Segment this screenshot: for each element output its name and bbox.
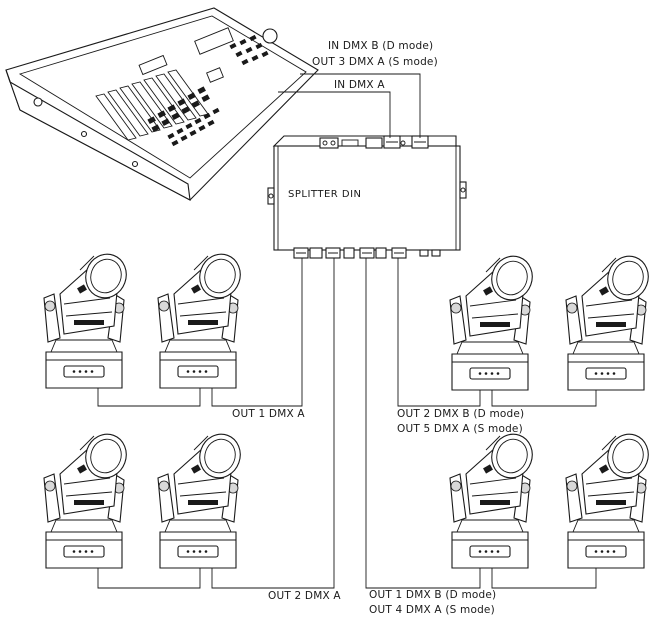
splitter-din-box bbox=[267, 135, 467, 259]
moving-head-4 bbox=[157, 427, 247, 569]
moving-head-1 bbox=[43, 247, 133, 389]
label-in-dmx-a: IN DMX A bbox=[334, 79, 385, 91]
moving-head-7 bbox=[449, 427, 539, 569]
moving-head-8 bbox=[565, 427, 655, 569]
moving-head-2 bbox=[157, 247, 247, 389]
label-out2-dmx-b: OUT 2 DMX B (D mode) bbox=[397, 408, 525, 420]
lighting-console bbox=[5, 7, 319, 201]
label-out1-dmx-a: OUT 1 DMX A bbox=[232, 408, 305, 420]
moving-head-6 bbox=[565, 249, 655, 391]
label-out1-dmx-b: OUT 1 DMX B (D mode) bbox=[369, 589, 497, 601]
dmx-cables bbox=[97, 73, 597, 589]
splitter-title: SPLITTER DIN bbox=[288, 189, 362, 200]
moving-head-3 bbox=[43, 427, 133, 569]
label-out4-dmx-a: OUT 4 DMX A (S mode) bbox=[369, 604, 495, 616]
label-out2-dmx-a: OUT 2 DMX A bbox=[268, 590, 341, 602]
label-in-dmx-b: IN DMX B (D mode) bbox=[328, 40, 434, 52]
label-out3-dmx-a: OUT 3 DMX A (S mode) bbox=[312, 56, 438, 68]
label-out5-dmx-a: OUT 5 DMX A (S mode) bbox=[397, 423, 523, 435]
moving-head-5 bbox=[449, 249, 539, 391]
